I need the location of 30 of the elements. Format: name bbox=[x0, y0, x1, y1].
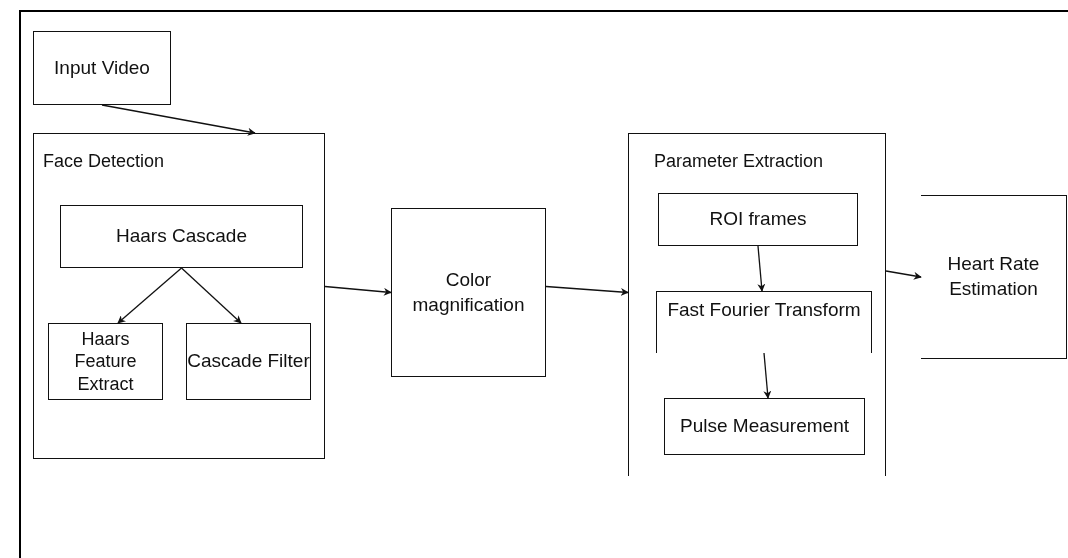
box-label: Fast Fourier Transform bbox=[667, 298, 861, 322]
box-label: ROI frames bbox=[709, 207, 807, 232]
arrow bbox=[101, 104, 256, 136]
group-box bbox=[628, 133, 886, 476]
process-box bbox=[664, 398, 865, 455]
box-label: Heart Rate Estimation bbox=[946, 252, 1041, 301]
group-title: Parameter Extraction bbox=[654, 150, 824, 173]
arrow bbox=[180, 267, 242, 324]
process-box bbox=[48, 323, 163, 400]
arrow bbox=[545, 285, 629, 296]
group-title: Face Detection bbox=[43, 150, 165, 173]
box-label: Color magnification bbox=[411, 267, 526, 317]
group-box bbox=[33, 133, 325, 459]
process-box bbox=[186, 323, 311, 400]
box-label: Haars Cascade bbox=[116, 224, 247, 249]
box-label: Haars Feature Extract bbox=[73, 327, 138, 396]
process-box bbox=[921, 195, 1067, 359]
process-box bbox=[658, 193, 858, 246]
arrow bbox=[757, 245, 766, 292]
arrow bbox=[324, 285, 392, 296]
arrow bbox=[885, 270, 922, 280]
arrow bbox=[763, 352, 772, 399]
box-label: Input Video bbox=[54, 55, 150, 80]
process-box bbox=[391, 208, 546, 377]
process-box bbox=[60, 205, 303, 268]
box-label: Pulse Measurement bbox=[680, 414, 849, 439]
box-label: Cascade Filter bbox=[187, 349, 310, 374]
process-box bbox=[33, 31, 171, 105]
process-box bbox=[656, 291, 872, 353]
arrow bbox=[117, 267, 183, 324]
